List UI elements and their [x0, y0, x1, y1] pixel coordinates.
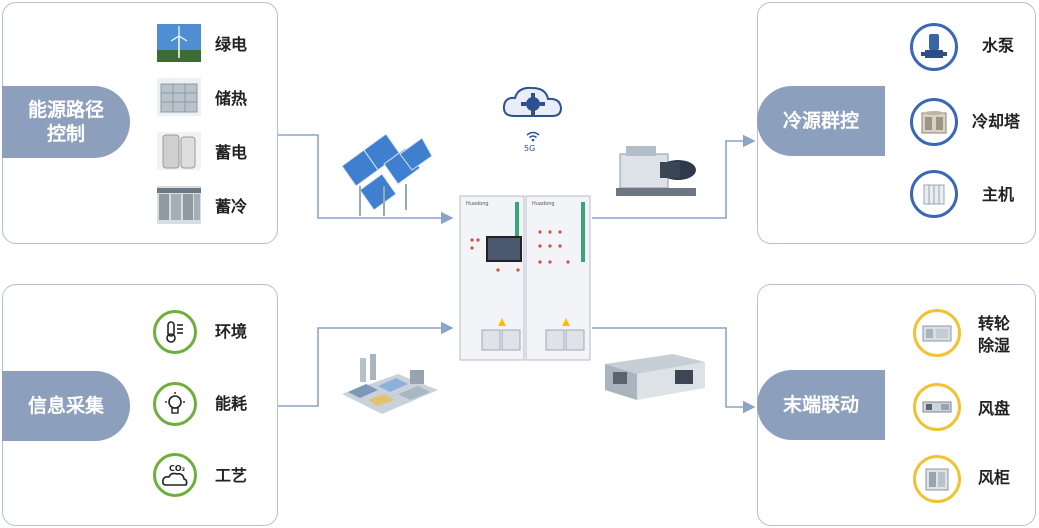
terminal-tag: 末端联动: [757, 370, 885, 440]
cold-source-tag: 冷源群控: [757, 86, 885, 156]
cloud-5g-icon: [502, 86, 563, 117]
connector-cabinet-to-terminal: [592, 327, 756, 414]
cloud-5g-label: 5G: [524, 144, 536, 153]
connector-info-to-cabinet: [278, 321, 454, 407]
cold-item-label-chiller: 主机: [982, 185, 1015, 204]
fan-coil-icon: [913, 383, 961, 431]
battery-storage-icon: [157, 132, 201, 170]
thermometer-icon: [153, 310, 197, 354]
energy-item-label-battery: 蓄电: [215, 143, 248, 162]
cold-source-title: 冷源群控: [782, 110, 859, 132]
svg-text:CO₂: CO₂: [169, 464, 186, 473]
wind-turbine-icon: [157, 24, 201, 62]
control-cabinet-icon: Huadong Huadong: [459, 195, 591, 361]
cold-storage-tank-icon: [157, 186, 201, 224]
connector-energy-to-cabinet: [278, 134, 454, 225]
factory-plant-icon: [342, 354, 438, 414]
info-item-label-environment: 环境: [215, 322, 248, 341]
lightbulb-icon: [153, 382, 197, 426]
air-handler-icon: [913, 455, 961, 503]
co2-cloud-icon: CO₂: [153, 453, 197, 497]
energy-path-title-line2: 控制: [46, 123, 85, 145]
info-item-label-process: 工艺: [215, 466, 248, 485]
info-collection-tag: 信息采集: [2, 371, 130, 441]
heat-storage-tank-icon: [157, 78, 201, 116]
terminal-item-label-dehumidifier-line1: 转轮: [978, 314, 1011, 333]
energy-item-label-green-power: 绿电: [215, 35, 248, 54]
info-collection-title: 信息采集: [27, 395, 104, 417]
water-pump-icon: [910, 23, 958, 71]
svg-text:Huadong: Huadong: [466, 201, 489, 207]
energy-path-tag: 能源路径 控制: [2, 86, 130, 158]
terminal-item-label-fan-coil: 风盘: [978, 399, 1011, 418]
terminal-item-label-dehumidifier: 转轮 除湿: [978, 313, 1010, 357]
energy-item-label-heat-storage: 储热: [215, 89, 248, 108]
cold-item-label-water-pump: 水泵: [982, 36, 1015, 55]
solar-panels-icon: [341, 133, 433, 216]
energy-item-label-cold-storage: 蓄冷: [215, 197, 248, 216]
terminal-item-label-dehumidifier-line2: 除湿: [978, 336, 1011, 355]
terminal-item-label-air-handler: 风柜: [978, 468, 1011, 487]
connector-cabinet-to-cold: [592, 134, 756, 219]
wifi-signal-icon: [526, 131, 540, 142]
info-item-label-energy-use: 能耗: [215, 394, 248, 413]
air-handling-unit-icon: [605, 354, 705, 400]
cooling-tower-icon: [910, 98, 958, 146]
rotary-dehumidifier-icon: [913, 309, 961, 357]
cold-item-label-cooling-tower: 冷却塔: [972, 112, 1021, 131]
chiller-host-icon: [910, 170, 958, 218]
terminal-title: 末端联动: [782, 394, 859, 416]
chiller-unit-icon: [616, 146, 696, 196]
svg-text:Huadong: Huadong: [532, 201, 555, 207]
energy-path-title-line1: 能源路径: [27, 99, 104, 121]
